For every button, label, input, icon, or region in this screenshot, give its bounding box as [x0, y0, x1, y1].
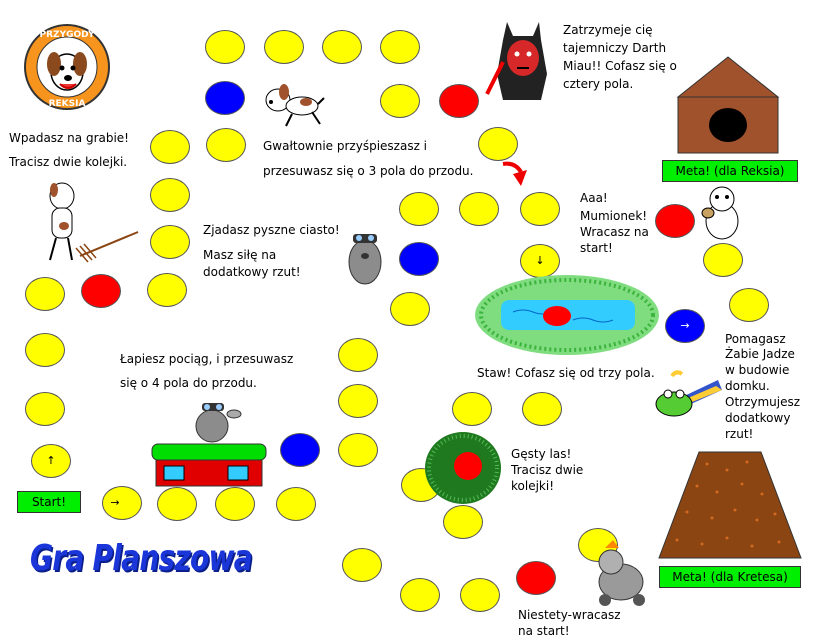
arrow-right-marker: →	[110, 496, 120, 509]
board-field	[338, 433, 378, 467]
zaba-text-1: Pomagasz	[725, 332, 786, 346]
logo-bottom-text: REKSIA	[49, 99, 86, 109]
board-field	[399, 242, 439, 276]
board-field	[276, 487, 316, 521]
board-field	[380, 84, 420, 118]
board-field	[150, 178, 190, 212]
board-field	[81, 274, 121, 308]
niestety-text-2: na start!	[518, 624, 570, 638]
board-field	[25, 277, 65, 311]
niestety-text-1: Niestety-wracasz	[518, 608, 621, 622]
reksio-dog-icon	[265, 84, 325, 127]
zaba-text-7: rzut!	[725, 427, 754, 441]
ciasto-text-1: Zjadasz pyszne ciasto!	[203, 223, 340, 237]
board-field	[516, 561, 556, 595]
board-field	[460, 578, 500, 612]
board-field	[102, 486, 142, 520]
las-text-3: kolejki!	[511, 479, 555, 493]
mole-icon	[195, 403, 242, 443]
arrow-down-marker: ↓	[535, 254, 545, 267]
hill-icon	[658, 451, 802, 559]
board-field	[729, 288, 769, 322]
board-field	[150, 130, 190, 164]
zaba-text-4: domku.	[725, 379, 770, 393]
mumionek-text-3: Wracasz na	[580, 225, 649, 239]
board-field	[147, 273, 187, 307]
logo-top-text: PRZYGODY	[40, 30, 95, 40]
board-field	[703, 243, 743, 277]
board-field	[31, 444, 71, 478]
board-field	[478, 127, 518, 161]
mummy-icon	[701, 186, 739, 240]
board-field	[520, 192, 560, 226]
darth-text-2: tajemniczy Darth	[563, 41, 667, 55]
board-field	[665, 309, 705, 343]
las-text-1: Gęsty las!	[511, 447, 572, 461]
ciasto-text-2: Masz siłę na	[203, 248, 277, 262]
board-field	[342, 548, 382, 582]
gwaltownie-text-1: Gwałtownie przyśpieszasz i	[263, 139, 428, 153]
game-title: Gra Planszowa	[30, 538, 253, 579]
board-field	[439, 84, 479, 118]
board-field	[443, 505, 483, 539]
mumionek-text-4: start!	[580, 241, 613, 255]
darth-miau-icon	[485, 22, 547, 100]
board-field	[452, 392, 492, 426]
frog-icon	[655, 370, 722, 417]
arrow-up-marker: ↑	[46, 454, 56, 467]
board-field	[338, 338, 378, 372]
red-arrow-icon	[502, 161, 527, 186]
gwaltownie-text-2: przesuwasz się o 3 pola do przodu.	[263, 164, 474, 178]
board-field	[522, 392, 562, 426]
board-field	[215, 487, 255, 521]
board-field	[150, 225, 190, 259]
zaba-text-3: w budowie	[725, 363, 790, 377]
board-field	[322, 30, 362, 64]
zaba-text-2: Żabie Jadze	[725, 347, 795, 361]
train-icon	[151, 443, 267, 487]
board-field	[459, 192, 499, 226]
pond-icon	[475, 275, 659, 355]
board-field	[264, 30, 304, 64]
darth-text-4: cztery pola.	[563, 77, 634, 91]
board-field	[400, 578, 440, 612]
arrow-right-marker: →	[680, 319, 690, 332]
board-field	[380, 30, 420, 64]
board-field	[25, 392, 65, 426]
meta-reksio-box: Meta! (dla Reksia)	[662, 160, 798, 182]
start-box: Start!	[17, 491, 81, 513]
grabie-text-1: Wpadasz na grabie!	[9, 131, 129, 145]
board-field	[206, 128, 246, 162]
board-field	[205, 81, 245, 115]
meta-kretes-box: Meta! (dla Kretesa)	[659, 566, 801, 588]
board-field	[338, 384, 378, 418]
board-field	[390, 292, 430, 326]
pociag-text-2: się o 4 pola do przodu.	[120, 376, 257, 390]
zaba-text-6: dodatkowy	[725, 411, 791, 425]
staw-text: Staw! Cofasz się od trzy pola.	[477, 366, 655, 380]
las-text-2: Tracisz dwie	[511, 463, 584, 477]
board-field	[399, 192, 439, 226]
knight-icon	[598, 540, 645, 606]
board-field	[25, 333, 65, 367]
board-field	[280, 433, 320, 467]
board-field	[157, 487, 197, 521]
zaba-text-5: Otrzymujesz	[725, 395, 801, 409]
board-field	[655, 204, 695, 238]
grabie-text-2: Tracisz dwie kolejki.	[9, 155, 128, 169]
pociag-text-1: Łapiesz pociąg, i przesuwasz	[120, 352, 294, 366]
darth-text-3: Miau!! Cofasz się o	[563, 59, 677, 73]
darth-text-1: Zatrzymeje cię	[563, 23, 653, 37]
ciasto-text-3: dodatkowy rzut!	[203, 265, 301, 279]
mumionek-text-2: Mumionek!	[580, 209, 648, 223]
doghouse-icon	[676, 56, 780, 154]
reksio-logo: PRZYGODY REKSIA	[24, 24, 110, 110]
mumionek-text-1: Aaa!	[580, 191, 608, 205]
mole-icon	[348, 234, 382, 285]
forest-icon	[425, 432, 501, 504]
board-field	[205, 30, 245, 64]
rake-dog-icon	[49, 182, 139, 263]
